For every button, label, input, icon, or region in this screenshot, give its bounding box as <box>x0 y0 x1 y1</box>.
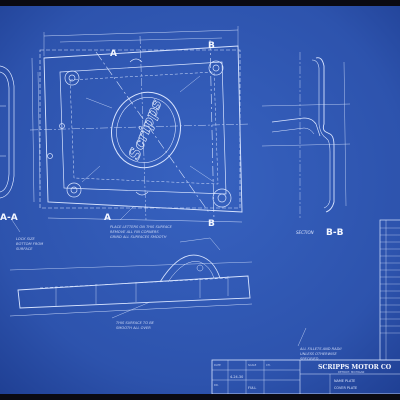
note-center: PLACE LETTERS ON THIS SURFACE REMOVE ALL… <box>110 225 173 239</box>
title-block-location: DETROIT, MICHIGAN <box>338 370 364 374</box>
section-aa-view <box>0 65 15 199</box>
note-center-line: PLACE LETTERS ON THIS SURFACE <box>110 225 173 229</box>
note-left: LOCK SIZE BOTTOM FROM SURFACE <box>16 237 43 251</box>
note-center-line: GRIND ALL SURFACES SMOOTH <box>110 235 167 239</box>
title-block-company: SCRIPPS MOTOR CO <box>318 364 392 371</box>
plan-view <box>29 26 251 223</box>
title-block-date-label: DATE <box>214 363 221 367</box>
note-right-line: SPECIFIED <box>300 357 319 361</box>
section-aa-caption: A-A <box>0 213 18 223</box>
note-bottom-line: THIS SURFACE TO BE <box>116 321 155 325</box>
title-block-dr-label: DR. <box>214 383 219 387</box>
section-a-top-letter: A <box>110 49 117 59</box>
title-block-scale-value: FULL <box>248 386 256 390</box>
note-right: ALL FILLETS AND RADII UNLESS OTHERWISE S… <box>299 347 342 361</box>
note-right-line: UNLESS OTHERWISE <box>300 352 338 356</box>
note-left-line: LOCK SIZE <box>16 237 36 241</box>
note-center-line: REMOVE ALL FIN CORNERS <box>110 230 159 234</box>
section-bb-view <box>261 52 351 218</box>
title-block-title-line2: COVER PLATE <box>334 386 357 390</box>
note-bottom: THIS SURFACE TO BE SMOOTH ALL OVER <box>116 321 155 330</box>
blueprint-sheet: Scripps A A B B A-A SECTION B-B LOCK SIZ… <box>0 6 400 394</box>
note-right-line: ALL FILLETS AND RADII <box>299 347 342 351</box>
section-b-bottom-letter: B <box>208 219 215 229</box>
title-block-title-line1: NAME PLATE <box>334 379 355 383</box>
section-a-bottom-letter: A <box>104 213 111 223</box>
section-bb-caption: B-B <box>326 228 344 238</box>
blueprint-drawing: Scripps A A B B A-A SECTION B-B LOCK SIZ… <box>0 6 400 394</box>
note-left-line: SURFACE <box>16 247 33 251</box>
note-bottom-line: SMOOTH ALL OVER <box>116 326 151 330</box>
title-block-frame <box>211 359 400 394</box>
note-left-line: BOTTOM FROM <box>16 242 43 246</box>
title-block-date-value: 4-24-30 <box>230 375 243 379</box>
drawing-linework <box>0 26 400 394</box>
title-block-scale-label: SCALE <box>248 363 257 367</box>
section-b-top-letter: B <box>208 41 215 51</box>
title-block-ch-label: CH. <box>266 363 271 367</box>
section-bb-prefix: SECTION <box>296 230 314 235</box>
